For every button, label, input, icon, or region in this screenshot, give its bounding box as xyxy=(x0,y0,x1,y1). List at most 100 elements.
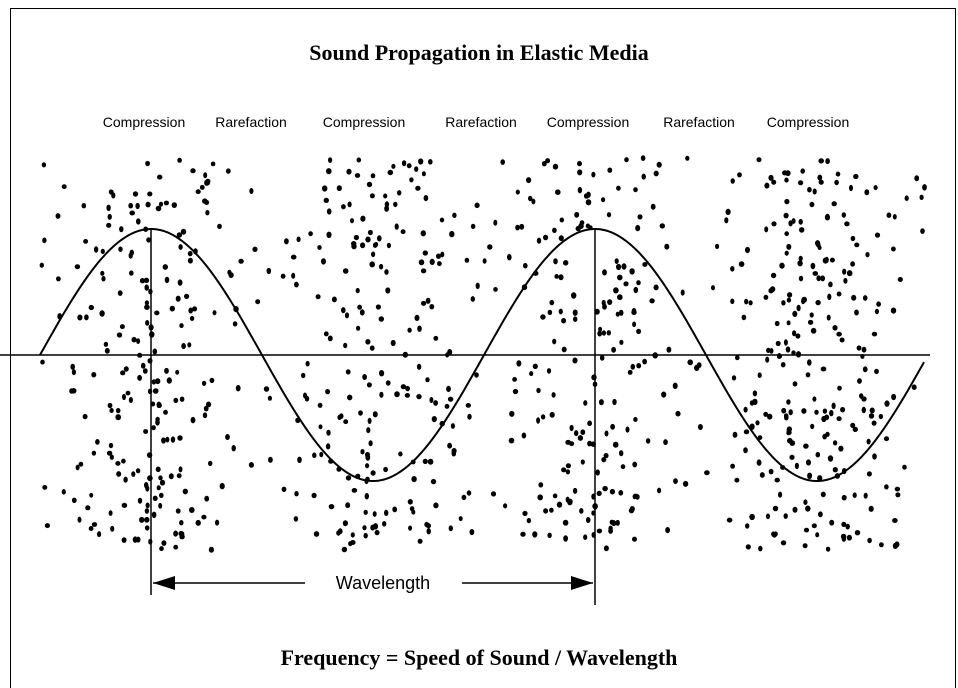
particle-dot xyxy=(109,408,114,413)
particle-dot xyxy=(715,243,720,249)
particle-dot xyxy=(82,413,88,420)
particle-dot xyxy=(613,287,619,294)
particle-dot xyxy=(350,532,355,538)
particle-dot xyxy=(416,394,422,400)
particle-dot xyxy=(857,378,862,384)
particle-dot xyxy=(841,494,847,501)
particle-dot xyxy=(157,402,162,408)
particle-dot xyxy=(375,304,381,310)
particle-dot xyxy=(378,316,384,322)
particle-dot xyxy=(817,174,823,181)
particle-dot xyxy=(169,305,175,312)
particle-dot xyxy=(531,198,536,205)
particle-dot xyxy=(874,368,879,375)
particle-dot xyxy=(636,280,641,286)
particle-dot xyxy=(779,262,785,269)
particle-dot xyxy=(118,246,123,252)
particle-dot xyxy=(93,246,99,253)
particle-dot xyxy=(842,268,847,275)
particle-dot xyxy=(633,187,638,193)
particle-dot xyxy=(433,502,439,509)
particle-dot xyxy=(561,467,567,473)
particle-dot xyxy=(536,387,541,394)
particle-dot xyxy=(466,490,472,496)
particle-dot xyxy=(391,163,396,169)
particle-dot xyxy=(208,546,214,553)
particle-dot xyxy=(661,391,667,398)
particle-dot xyxy=(431,416,437,423)
particle-dot xyxy=(106,204,111,211)
particle-dot xyxy=(97,531,102,538)
particle-dot xyxy=(418,158,424,165)
particle-dot xyxy=(508,437,515,444)
particle-dot xyxy=(838,445,844,452)
particle-dot xyxy=(400,384,407,390)
diagram-title: Sound Propagation in Elastic Media xyxy=(309,40,649,65)
particle-dot xyxy=(56,276,61,282)
particle-dot xyxy=(554,274,559,279)
particle-dot xyxy=(765,513,771,520)
particle-dot xyxy=(161,437,166,444)
particle-dot xyxy=(623,281,629,287)
particle-dot xyxy=(521,432,527,439)
particle-dot xyxy=(598,399,604,406)
particle-dot xyxy=(362,374,367,380)
particle-dot xyxy=(834,179,839,186)
particle-dot xyxy=(816,242,821,248)
particle-dot xyxy=(546,368,552,374)
particle-dot xyxy=(447,442,452,449)
particle-dot xyxy=(815,532,820,538)
particle-dot xyxy=(372,242,378,248)
particle-dot xyxy=(627,369,633,375)
particle-dot xyxy=(383,466,388,473)
particle-dot xyxy=(580,459,585,465)
particle-dot xyxy=(461,494,467,501)
particle-dot xyxy=(587,440,593,447)
particle-dot xyxy=(807,319,814,325)
particle-dot xyxy=(336,185,342,192)
particle-dot xyxy=(565,463,572,469)
particle-dot xyxy=(785,346,791,353)
particle-dot xyxy=(743,406,748,413)
particle-dot xyxy=(752,390,758,397)
particle-dot xyxy=(163,200,169,206)
particle-dot xyxy=(143,277,150,283)
particle-dot xyxy=(347,201,352,208)
particle-dot xyxy=(822,408,828,414)
particle-dot xyxy=(814,409,819,415)
particle-dot xyxy=(601,197,606,203)
particle-dot xyxy=(136,218,141,225)
particle-dot xyxy=(344,312,350,319)
particle-dot xyxy=(151,425,156,431)
particle-dot xyxy=(384,269,389,275)
particle-dot xyxy=(322,185,328,192)
particle-dot xyxy=(663,439,668,446)
particle-dot xyxy=(878,413,884,420)
particle-dot xyxy=(792,381,798,387)
particle-dot xyxy=(741,314,747,321)
particle-dot xyxy=(653,284,659,291)
particle-dot xyxy=(866,438,871,445)
particle-dot xyxy=(619,450,624,457)
particle-dot xyxy=(173,544,179,550)
particle-dot xyxy=(155,378,161,385)
particle-dot xyxy=(346,168,352,175)
particle-dot xyxy=(645,438,651,444)
particle-dot xyxy=(863,492,868,499)
particle-dot xyxy=(602,485,608,492)
particle-dot xyxy=(829,519,835,526)
particle-dot xyxy=(672,382,678,389)
particle-dot xyxy=(452,212,457,218)
particle-dot xyxy=(323,331,329,337)
particle-dot xyxy=(367,417,372,424)
particle-dot xyxy=(849,184,853,192)
particle-dot xyxy=(248,462,254,468)
particle-dot xyxy=(365,463,370,469)
particle-dot xyxy=(609,488,616,495)
particle-dot xyxy=(871,420,877,426)
particle-dot xyxy=(135,202,140,210)
particle-dot xyxy=(920,228,925,235)
particle-dot xyxy=(416,363,422,370)
particle-dot xyxy=(474,372,479,378)
particle-dot xyxy=(800,168,805,174)
